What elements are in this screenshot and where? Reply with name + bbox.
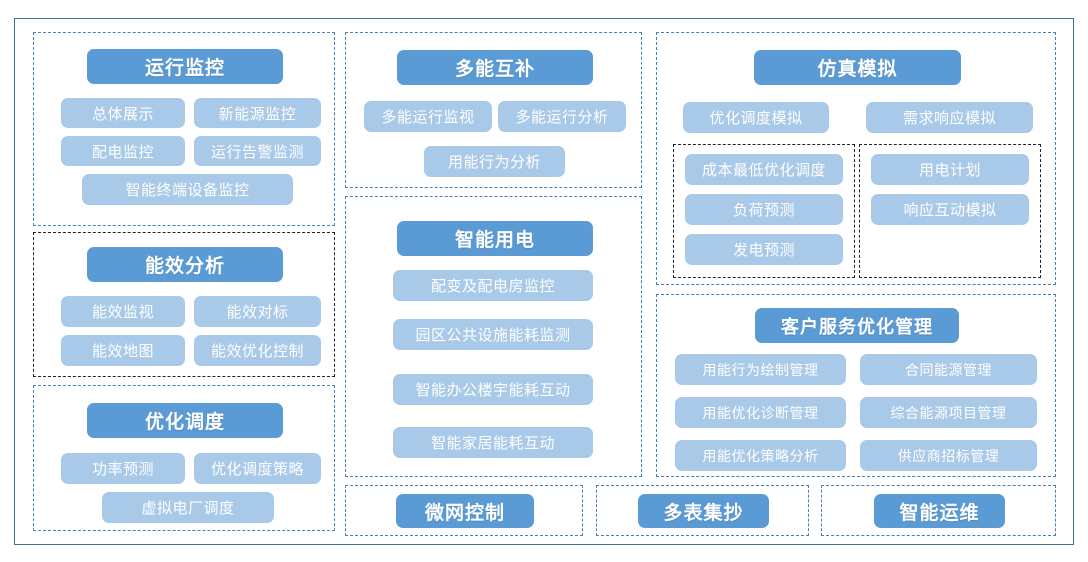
group-multi-meter-reading: 多表集抄 (596, 485, 809, 536)
item-overall-display[interactable]: 总体展示 (61, 98, 185, 128)
group-header-smart-electricity-usage[interactable]: 智能用电 (397, 221, 593, 256)
item-transformer-substation-monitoring[interactable]: 配变及配电房监控 (393, 270, 593, 301)
group-header-operation-monitoring[interactable]: 运行监控 (87, 49, 283, 84)
item-smart-office-building-energy-interaction[interactable]: 智能办公楼宇能耗互动 (393, 374, 593, 405)
item-park-public-facility-energy-monitoring[interactable]: 园区公共设施能耗监测 (393, 319, 593, 350)
subgroup-simulation-demand: 用电计划 响应互动模拟 (859, 144, 1041, 278)
group-header-simulation[interactable]: 仿真模拟 (754, 50, 961, 85)
group-operation-monitoring: 运行监控 总体展示 新能源监控 配电监控 运行告警监测 智能终端设备监控 (33, 32, 335, 226)
item-lowest-cost-optimized-dispatch[interactable]: 成本最低优化调度 (685, 154, 843, 185)
group-header-multi-energy-complementarity[interactable]: 多能互补 (397, 50, 593, 85)
item-electricity-usage-plan[interactable]: 用电计划 (871, 154, 1029, 185)
item-distribution-monitoring[interactable]: 配电监控 (61, 136, 185, 166)
item-optimized-dispatch-strategy[interactable]: 优化调度策略 (194, 453, 321, 484)
item-multi-energy-operation-analysis[interactable]: 多能运行分析 (498, 101, 626, 132)
item-new-energy-monitoring[interactable]: 新能源监控 (194, 98, 321, 128)
group-smart-operation-maintenance: 智能运维 (821, 485, 1056, 536)
item-efficiency-monitoring[interactable]: 能效监视 (61, 296, 185, 327)
item-smart-terminal-device-monitoring[interactable]: 智能终端设备监控 (82, 174, 293, 205)
item-supplier-bidding-management[interactable]: 供应商招标管理 (860, 440, 1037, 471)
group-header-customer-service-optimization[interactable]: 客户服务优化管理 (755, 308, 959, 343)
item-power-forecast[interactable]: 功率预测 (61, 453, 185, 484)
group-energy-efficiency-analysis: 能效分析 能效监视 能效对标 能效地图 能效优化控制 (33, 232, 335, 377)
group-microgrid-control: 微网控制 (345, 485, 583, 536)
item-energy-optimization-strategy-analysis[interactable]: 用能优化策略分析 (675, 440, 846, 471)
item-virtual-power-plant-dispatch[interactable]: 虚拟电厂调度 (102, 492, 274, 523)
item-load-forecast[interactable]: 负荷预测 (685, 194, 843, 225)
item-efficiency-map[interactable]: 能效地图 (61, 335, 185, 366)
item-optimized-dispatch-simulation[interactable]: 优化调度模拟 (683, 102, 829, 133)
diagram-frame: 运行监控 总体展示 新能源监控 配电监控 运行告警监测 智能终端设备监控 能效分… (14, 18, 1074, 545)
item-demand-response-simulation[interactable]: 需求响应模拟 (866, 102, 1033, 133)
group-multi-energy-complementarity: 多能互补 多能运行监视 多能运行分析 用能行为分析 (345, 32, 642, 188)
group-header-multi-meter-reading[interactable]: 多表集抄 (638, 494, 769, 528)
item-energy-usage-behavior-analysis[interactable]: 用能行为分析 (424, 146, 565, 177)
item-generation-forecast[interactable]: 发电预测 (685, 234, 843, 265)
item-efficiency-benchmarking[interactable]: 能效对标 (194, 296, 321, 327)
item-response-interaction-simulation[interactable]: 响应互动模拟 (871, 194, 1029, 225)
group-smart-electricity-usage: 智能用电 配变及配电房监控 园区公共设施能耗监测 智能办公楼宇能耗互动 智能家居… (345, 196, 642, 477)
item-contract-energy-management[interactable]: 合同能源管理 (860, 354, 1037, 385)
group-simulation: 仿真模拟 优化调度模拟 需求响应模拟 成本最低优化调度 负荷预测 发电预测 用电… (656, 32, 1056, 285)
subgroup-simulation-dispatch: 成本最低优化调度 负荷预测 发电预测 (673, 144, 855, 278)
item-operation-alarm-monitoring[interactable]: 运行告警监测 (194, 136, 321, 166)
item-integrated-energy-project-management[interactable]: 综合能源项目管理 (860, 397, 1037, 428)
group-optimized-dispatch: 优化调度 功率预测 优化调度策略 虚拟电厂调度 (33, 385, 335, 531)
item-smart-home-energy-interaction[interactable]: 智能家居能耗互动 (393, 427, 593, 458)
item-multi-energy-operation-monitoring[interactable]: 多能运行监视 (364, 101, 492, 132)
item-efficiency-optimization-control[interactable]: 能效优化控制 (194, 335, 321, 366)
item-energy-optimization-diagnosis-management[interactable]: 用能优化诊断管理 (675, 397, 846, 428)
group-header-optimized-dispatch[interactable]: 优化调度 (87, 403, 283, 438)
group-customer-service-optimization: 客户服务优化管理 用能行为绘制管理 合同能源管理 用能优化诊断管理 综合能源项目… (656, 294, 1056, 477)
group-header-microgrid-control[interactable]: 微网控制 (396, 494, 534, 528)
group-header-energy-efficiency-analysis[interactable]: 能效分析 (87, 247, 283, 282)
item-energy-behavior-mapping-management[interactable]: 用能行为绘制管理 (675, 354, 846, 385)
group-header-smart-operation-maintenance[interactable]: 智能运维 (874, 494, 1005, 528)
